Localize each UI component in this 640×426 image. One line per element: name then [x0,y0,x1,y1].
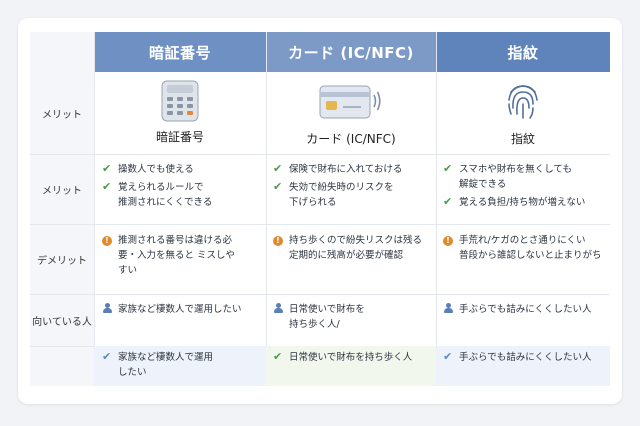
warning-icon: ! [443,236,453,246]
ic-card-icon [319,85,381,119]
fingerprint-icon [508,85,538,119]
summary-fingerprint [436,346,610,386]
pin-cell: 暗証番号 [94,80,266,145]
list-item: !推測される番号は違ける必 要・入力を無ると ミスしや すい [102,233,262,278]
warning-icon: ! [273,236,283,246]
list-item: ✔失効で紛失時のリスクを 下げられる [273,180,394,208]
check-icon: ✔ [273,162,283,175]
divider [94,32,95,386]
demerit-fingerprint: !手荒れ/ケガのとさ通りにくい 普段から誰認しないと止まりがち [443,233,607,266]
label-column [30,32,94,386]
list-item: 家族など棲数人で運用したい [102,302,262,318]
list-item: ✔スマホや財布を無くしても 解錠できる [443,162,572,190]
check-icon: ✔ [102,350,112,363]
header-pin: 暗証番号 [94,32,266,72]
row-label-merit-icon: メリット [42,109,82,121]
card-cell: カード (IC/NFC) [266,82,436,147]
divider [30,294,610,295]
suited-fingerprint: 手ぶらでも詰みにくくしたい人 [443,302,607,321]
list-item: ✔手ぶらでも詰みにくくしたい人 [443,350,592,363]
list-item: ✔日常使いで財布を持ち歩く人 [273,350,413,363]
list-item: ✔覚えられるルールで 推測されにくくできる [102,180,213,208]
fingerprint-cell: 指紋 [436,78,610,147]
header-fingerprint: 指紋 [436,32,610,72]
summary-pin-text: ✔家族など棲数人で運用 したい [102,350,262,383]
summary-fingerprint-text: ✔手ぶらでも詰みにくくしたい人 [443,350,607,368]
check-icon: ✔ [273,180,283,193]
row-label-merit: メリット [42,185,82,197]
divider [436,32,437,386]
list-item: 日常使いで財布を 持ち歩く人/ [273,302,433,332]
demerit-pin: !推測される番号は違ける必 要・入力を無ると ミスしや すい [102,233,262,281]
list-item: ✔保険で財布に入れておける [273,162,403,175]
comparison-card [18,18,622,404]
fingerprint-caption: 指紋 [510,132,535,146]
check-icon: ✔ [102,162,112,175]
check-icon: ✔ [443,350,453,363]
demerit-card: !持ち歩くので紛失リスクは残る 定期的に残高が必要が確認 [273,233,435,266]
summary-card-text: ✔日常使いで財布を持ち歩く人 [273,350,435,368]
summary-pin [94,346,266,386]
check-icon: ✔ [102,180,112,193]
divider [30,224,610,225]
check-icon: ✔ [443,162,453,175]
merit-pin: ✔操数人でも使える ✔覚えられるルールで 推測されにくくできる [102,162,262,213]
list-item: 手ぶらでも詰みにくくしたい人 [443,302,607,318]
person-icon [443,303,453,314]
row-label-demerit: デメリット [37,255,87,267]
list-item: !持ち歩くので紛失リスクは残る 定期的に残高が必要が確認 [273,233,435,263]
comparison-table: 暗証番号 カード (IC/NFC) 指紋 メリット メリット デメリット 向いて… [30,32,610,386]
suited-pin: 家族など棲数人で運用したい [102,302,262,321]
merit-card: ✔保険で財布に入れておける ✔失効で紛失時のリスクを 下げられる [273,162,433,213]
suited-card: 日常使いで財布を 持ち歩く人/ [273,302,433,335]
person-icon [102,303,112,314]
pin-caption: 暗証番号 [155,130,204,144]
warning-icon: ! [102,236,112,246]
keypad-icon [161,80,199,122]
list-item: ✔覚える負担/持ち物が増えない [443,195,586,208]
row-label-suited: 向いている人 [32,316,92,328]
divider [30,154,610,155]
check-icon: ✔ [443,195,453,208]
person-icon [273,303,283,314]
summary-card [266,346,436,386]
list-item: ✔操数人でも使える [102,162,194,175]
list-item: ✔家族など棲数人で運用 したい [102,350,214,378]
divider [266,32,267,386]
card-caption: カード (IC/NFC) [306,132,396,146]
merit-fingerprint: ✔スマホや財布を無くしても 解錠できる ✔覚える負担/持ち物が増えない [443,162,605,213]
list-item: !手荒れ/ケガのとさ通りにくい 普段から誰認しないと止まりがち [443,233,607,263]
header-card: カード (IC/NFC) [266,32,436,72]
check-icon: ✔ [273,350,283,363]
